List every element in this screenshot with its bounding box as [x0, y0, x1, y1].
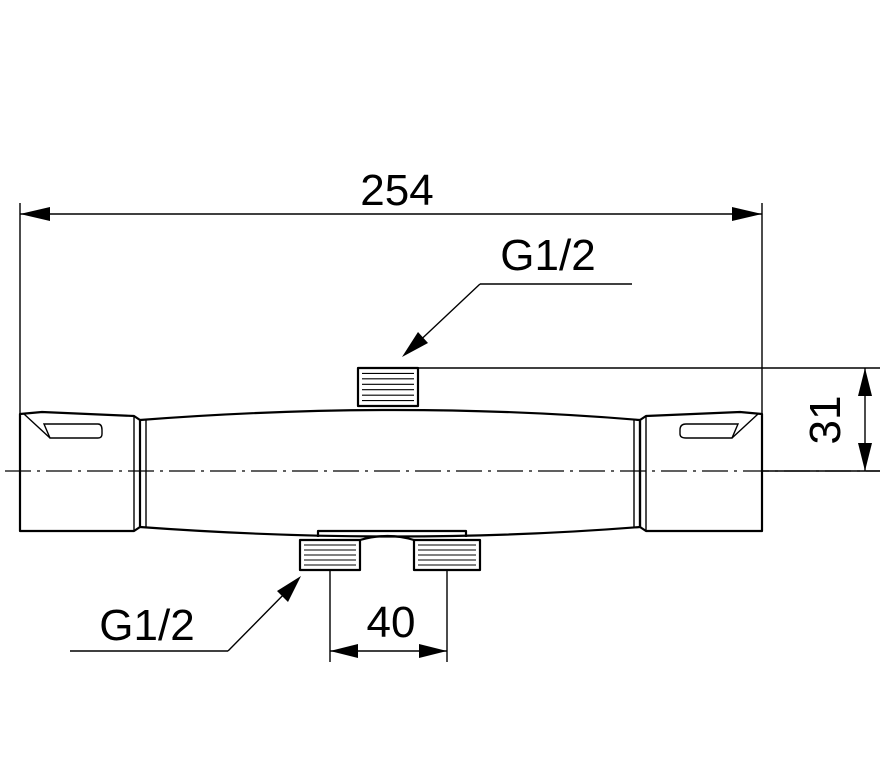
left-end-cap — [18, 410, 142, 533]
outlet-thread-label: G1/2 — [500, 231, 595, 280]
dimension-outlet-height: 31 — [418, 367, 880, 472]
inlet-spacing-label: 40 — [367, 598, 416, 647]
valve-body — [18, 408, 764, 538]
right-end-cap — [638, 410, 764, 533]
left-cap-slot — [42, 423, 103, 439]
overall-length-label: 254 — [360, 166, 433, 215]
inlet-thread-label: G1/2 — [99, 601, 194, 650]
inlet-neck — [316, 529, 468, 537]
outlet-height-label: 31 — [801, 396, 850, 445]
leader-inlet-thread: G1/2 — [70, 576, 301, 652]
leader-outlet-thread: G1/2 — [402, 231, 632, 357]
inlet-connectors — [298, 529, 482, 572]
right-cap-slot — [679, 423, 740, 439]
central-barrel — [139, 408, 642, 538]
outlet-connector — [356, 366, 420, 408]
dimension-inlet-spacing: 40 — [329, 570, 448, 662]
dimension-overall-length: 254 — [19, 166, 763, 414]
inlet-bridge — [359, 534, 415, 542]
